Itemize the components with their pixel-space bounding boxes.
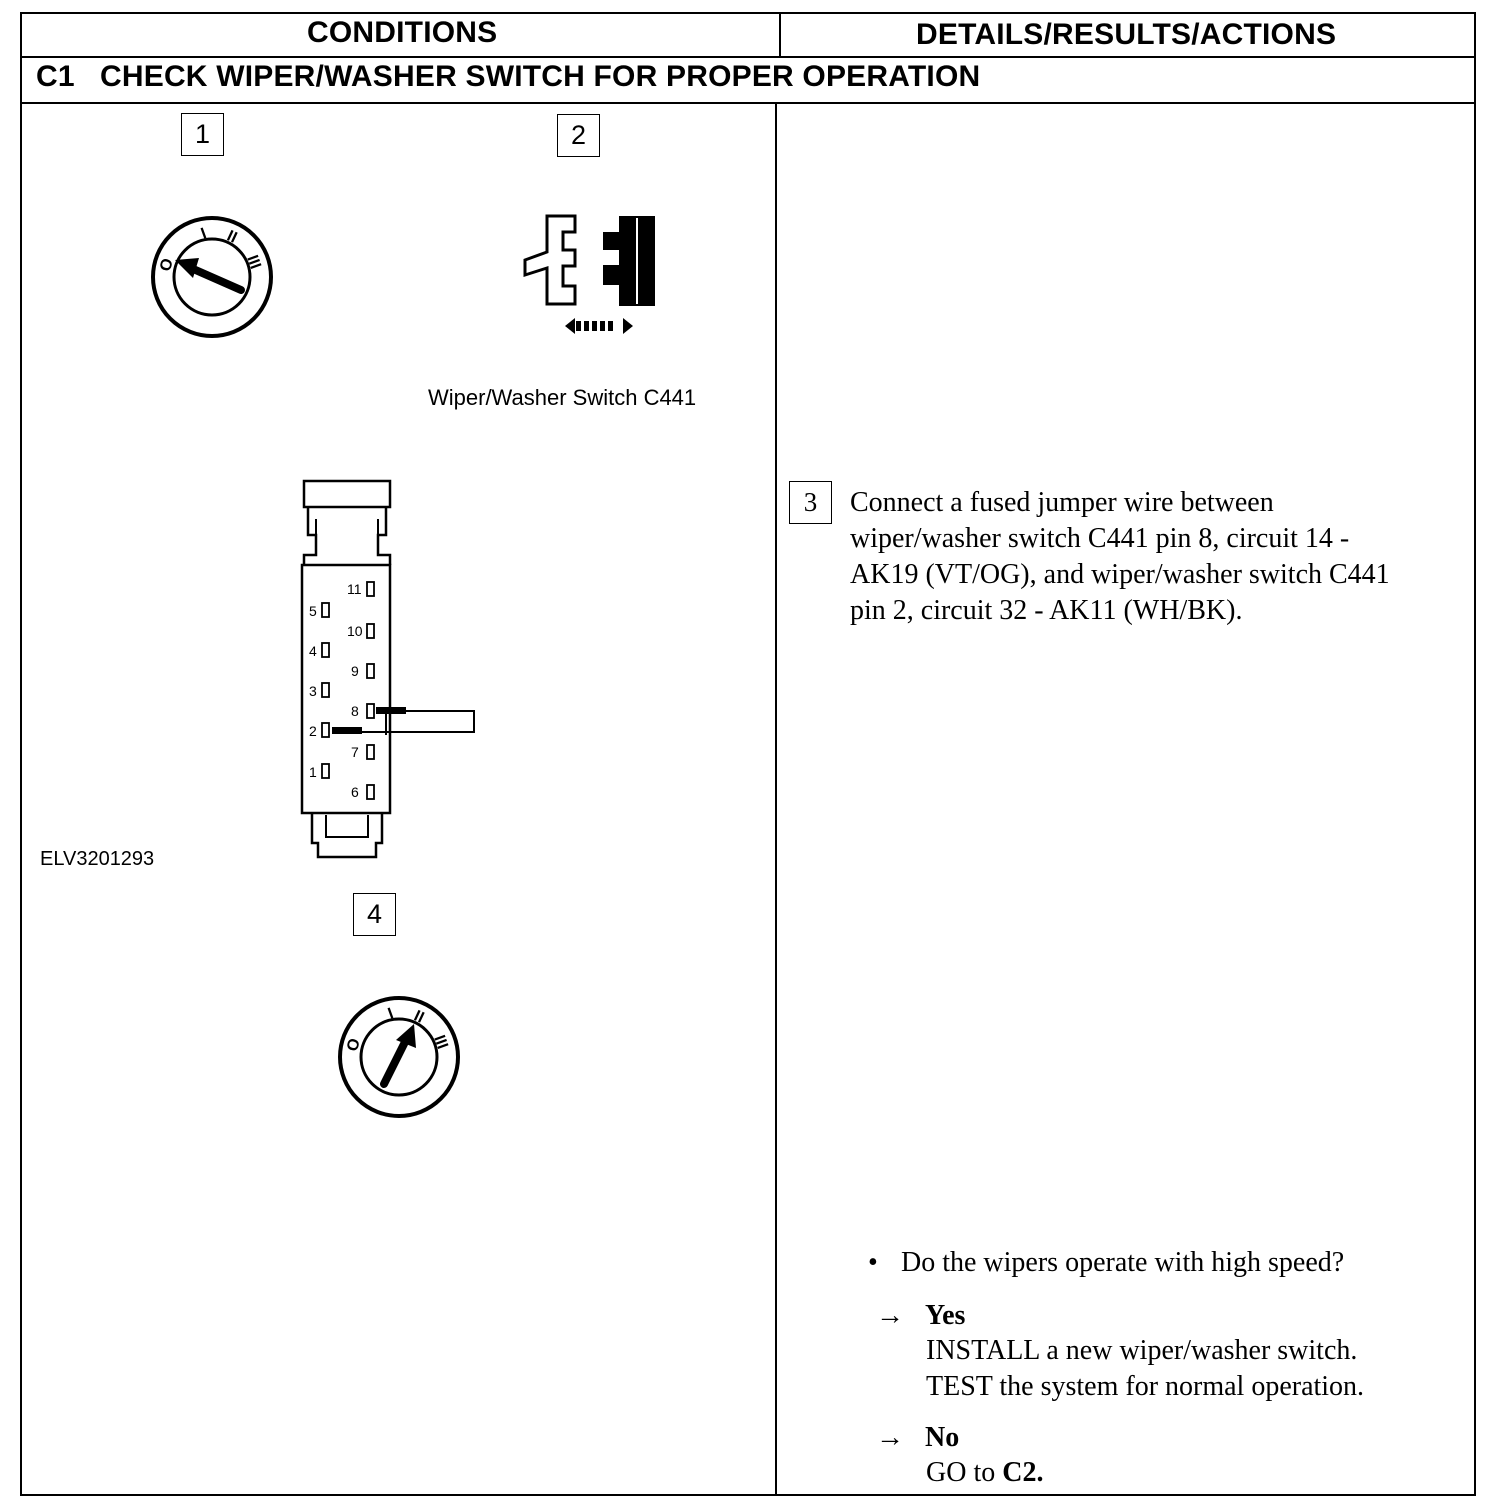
ignition-pos-ii: II (224, 228, 239, 247)
ignition-pos-i: I (199, 225, 209, 242)
no-action-target-link[interactable]: C2. (1002, 1457, 1044, 1488)
ignition-pos-o: O (157, 257, 177, 273)
step-1-box: 1 (181, 113, 224, 156)
question-bullet: • (868, 1247, 878, 1278)
ignition-switch-high-icon: O I II III (338, 996, 460, 1118)
pin-label-6: 6 (351, 784, 359, 800)
step-2-box: 2 (557, 114, 600, 157)
title-divider (20, 102, 1476, 104)
ignition-pos-iii-2: III (430, 1033, 451, 1051)
step-4-box: 4 (353, 893, 396, 936)
conditions-header: CONDITIONS (307, 16, 498, 49)
connector-c441-diagram: 5 4 3 2 1 11 10 9 8 7 6 (300, 479, 475, 859)
ignition-switch-off-icon: O I II III (151, 216, 273, 338)
question-text: Do the wipers operate with high speed? (901, 1247, 1345, 1278)
pin-label-3: 3 (309, 683, 317, 699)
ignition-pos-iii: III (243, 253, 264, 271)
instruction-text: Connect a fused jumper wire between wipe… (850, 485, 1390, 629)
no-action-prefix: GO to (926, 1457, 1003, 1488)
step-id: C1 (36, 60, 75, 93)
no-action: GO to C2. (926, 1455, 1043, 1491)
pin-label-8: 8 (351, 703, 359, 719)
yes-arrow-icon: → (876, 1300, 904, 1331)
instruction-line: pin 2, circuit 32 - AK11 (WH/BK). (850, 595, 1243, 626)
instruction-line: wiper/washer switch C441 pin 8, circuit … (850, 523, 1350, 554)
ignition-pos-i-2: I (386, 1005, 396, 1022)
pin-label-11: 11 (347, 581, 362, 597)
details-header: DETAILS/RESULTS/ACTIONS (916, 18, 1337, 51)
pin-label-2: 2 (309, 723, 317, 739)
step-3-box: 3 (789, 481, 832, 524)
instruction-line: AK19 (VT/OG), and wiper/washer switch C4… (850, 559, 1390, 590)
yes-action-1: INSTALL a new wiper/washer switch. (926, 1335, 1358, 1366)
yes-action-2: TEST the system for normal operation. (926, 1371, 1365, 1402)
switch-caption: Wiper/Washer Switch C441 (428, 385, 697, 410)
pin-label-5: 5 (309, 603, 317, 619)
procedure-table (20, 12, 1476, 1496)
header-divider (20, 56, 1476, 58)
no-label: No (925, 1422, 960, 1453)
pin-label-7: 7 (351, 744, 359, 760)
step-title: CHECK WIPER/WASHER SWITCH FOR PROPER OPE… (100, 60, 981, 93)
pin-label-10: 10 (347, 623, 363, 639)
figure-id: ELV3201293 (40, 848, 155, 870)
connector-disconnect-icon (523, 214, 655, 334)
yes-label: Yes (925, 1300, 966, 1331)
instruction-line: Connect a fused jumper wire between (850, 487, 1274, 518)
header-column-divider (779, 12, 781, 56)
ignition-pos-o-2: O (344, 1037, 364, 1053)
pin-label-9: 9 (351, 663, 359, 679)
pin-label-1: 1 (309, 764, 317, 780)
ignition-pos-ii-2: II (411, 1008, 426, 1027)
body-column-divider (775, 102, 777, 1496)
pin-label-4: 4 (309, 643, 317, 659)
no-arrow-icon: → (876, 1422, 904, 1453)
